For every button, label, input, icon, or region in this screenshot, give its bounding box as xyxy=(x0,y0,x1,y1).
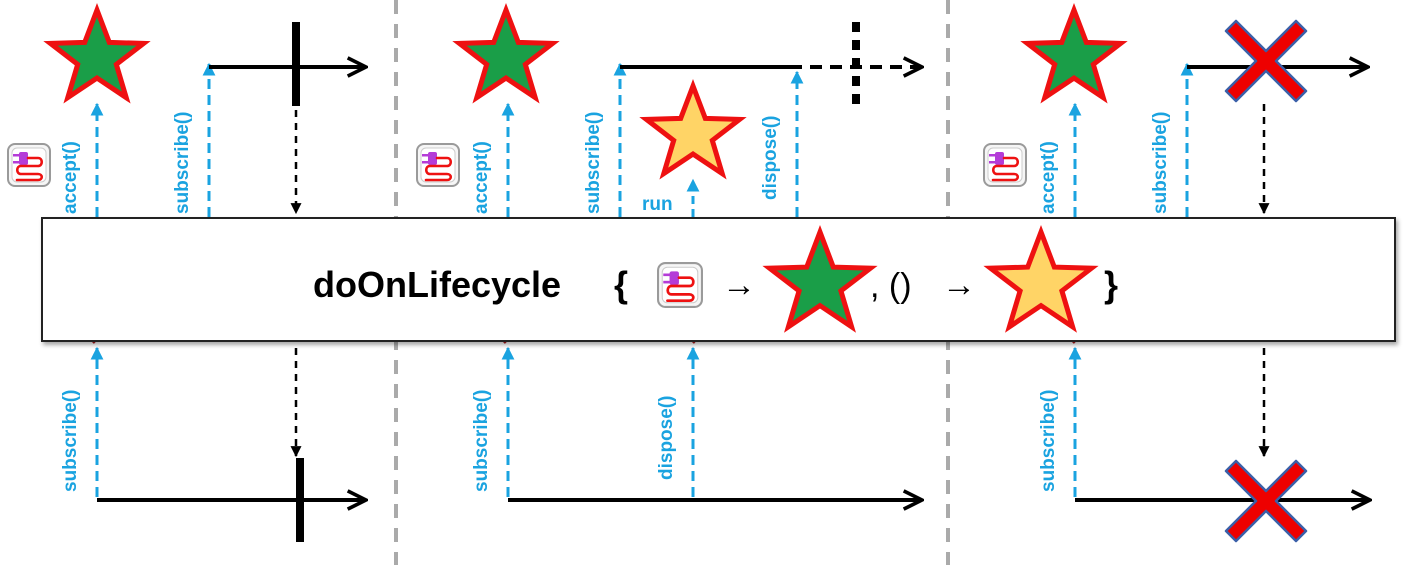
green-star-icon xyxy=(43,2,151,104)
plug-consumer-icon xyxy=(416,143,460,187)
plug-consumer-icon xyxy=(657,262,703,308)
panel-dispose: accept() subscribe() run dispose() subsc… xyxy=(416,2,922,500)
subscribe-label-up: subscribe() xyxy=(172,112,193,214)
operator-box: doOnLifecycle { → , () → } xyxy=(41,217,1396,342)
operator-arrow-2: → xyxy=(942,266,976,304)
yellow-star-icon xyxy=(639,78,747,180)
operator-open-brace: { xyxy=(614,264,628,305)
accept-label: accept() xyxy=(60,141,81,214)
panel-error: accept() subscribe() subscribe() xyxy=(983,2,1370,543)
dispose-label-down: dispose() xyxy=(656,396,677,480)
subscribe-label-up: subscribe() xyxy=(583,112,604,214)
operator-close-brace: } xyxy=(1104,264,1118,305)
accept-label: accept() xyxy=(471,141,492,214)
green-star-icon xyxy=(452,2,560,104)
plug-consumer-icon xyxy=(983,143,1027,187)
subscribe-label-up: subscribe() xyxy=(1150,112,1171,214)
subscribe-label-down: subscribe() xyxy=(471,390,492,492)
operator-separator: , () xyxy=(870,267,912,305)
green-star-icon xyxy=(762,224,878,333)
error-cross-icon xyxy=(1224,459,1308,543)
panel-complete: accept() subscribe() subscribe() xyxy=(7,2,366,542)
operator-arrow-1: → xyxy=(722,266,756,304)
run-label: run xyxy=(642,194,673,215)
plug-consumer-icon xyxy=(7,143,51,187)
error-cross-icon xyxy=(1224,19,1308,103)
subscribe-label-down: subscribe() xyxy=(1038,390,1059,492)
yellow-star-icon xyxy=(983,224,1099,333)
subscribe-label-down: subscribe() xyxy=(60,390,81,492)
dispose-label-up: dispose() xyxy=(760,116,781,200)
accept-label: accept() xyxy=(1038,141,1059,214)
operator-name: doOnLifecycle xyxy=(313,264,561,305)
green-star-icon xyxy=(1020,2,1128,104)
